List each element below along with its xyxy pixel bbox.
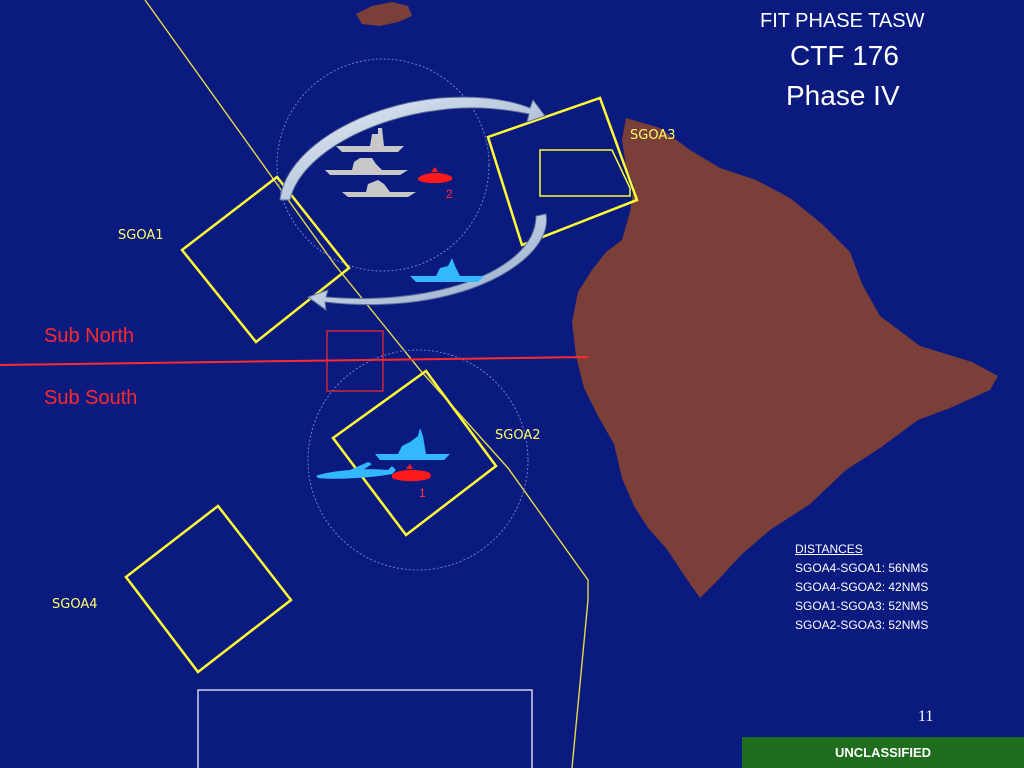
sgoa3-inner-box — [539, 149, 631, 197]
aircraft-icon — [316, 462, 396, 479]
slide-subtitle-ctf: CTF 176 — [790, 40, 899, 71]
submarine-icon — [418, 167, 453, 184]
distance-item: SGOA4-SGOA1: 56NMS — [795, 561, 929, 575]
classification-banner: UNCLASSIFIED — [742, 737, 1024, 768]
distance-item: SGOA1-SGOA3: 52NMS — [795, 599, 929, 613]
sgoa2-box — [331, 369, 498, 537]
distances-heading: DISTANCES — [795, 542, 863, 556]
slide-subtitle-phase: Phase IV — [786, 80, 900, 111]
sub-marker-2: 2 — [446, 187, 453, 201]
range-circle-south — [307, 349, 529, 571]
slide-number: 11 — [918, 708, 934, 725]
sgoa3-label: SGOA3 — [630, 128, 676, 143]
friendly-ship-icon — [375, 428, 450, 460]
sgoa1-box — [180, 175, 351, 344]
ship-icon — [342, 180, 416, 197]
small-island — [356, 2, 412, 26]
range-circle-north — [276, 58, 490, 272]
submarine-icon — [392, 464, 431, 482]
sub-north-label: Sub North — [44, 325, 135, 347]
ship-icon — [325, 158, 408, 175]
classification-label: UNCLASSIFIED — [834, 745, 932, 760]
sub-south-label: Sub South — [44, 387, 138, 409]
sub-boundary-line — [0, 356, 589, 366]
sub-marker-1: 1 — [419, 486, 426, 500]
distance-item: SGOA4-SGOA2: 42NMS — [795, 580, 929, 594]
operating-boundary-line — [144, 0, 589, 768]
distance-item: SGOA2-SGOA3: 52NMS — [795, 618, 929, 632]
sub-box — [326, 330, 384, 392]
ship-icon — [336, 128, 404, 152]
sgoa3-box — [486, 96, 639, 247]
transit-arrow-south — [306, 213, 548, 312]
sgoa2-label: SGOA2 — [495, 428, 541, 443]
transit-arrow-north — [279, 96, 546, 201]
slide-title: FIT PHASE TASW — [760, 10, 925, 32]
island-land — [572, 118, 998, 598]
lower-area-box — [197, 689, 533, 768]
sgoa4-label: SGOA4 — [52, 597, 98, 612]
surface-group-north — [325, 128, 416, 197]
sgoa1-label: SGOA1 — [118, 228, 164, 243]
friendly-ship-icon — [410, 258, 484, 282]
sgoa4-box — [124, 504, 293, 674]
